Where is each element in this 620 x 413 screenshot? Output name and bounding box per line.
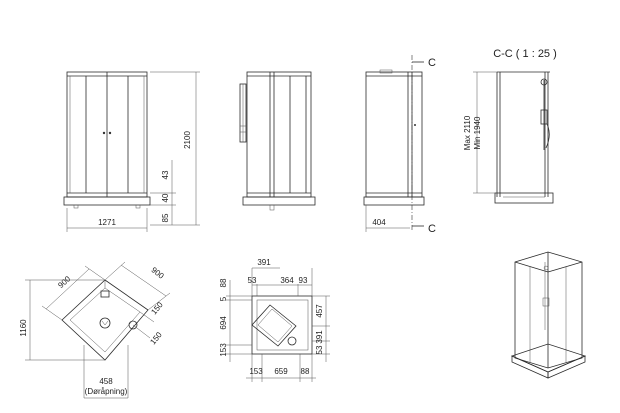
plan-height-label: 1160	[19, 319, 28, 337]
tray-top-93-label: 93	[299, 276, 308, 285]
detail-min-label: Min 1940	[473, 116, 482, 149]
tray-left-694-label: 694	[219, 316, 228, 330]
tray-bot-153-label: 153	[249, 367, 263, 376]
mixer-icon	[540, 109, 548, 125]
detail-cc-view: C-C ( 1 : 25 ) Max 2110 Min 1940	[463, 48, 557, 204]
side-view	[239, 71, 316, 211]
tray-top-53-label: 53	[248, 276, 257, 285]
tray-right-391-label: 391	[315, 330, 324, 344]
tray-bot-88-label: 88	[301, 367, 310, 376]
shower-head-icon	[540, 78, 548, 86]
tray-left-5-label: 5	[219, 296, 228, 301]
tray-right-53-label: 53	[315, 345, 324, 354]
tray-left-153-label: 153	[219, 343, 228, 357]
tray-top-391-label: 391	[257, 258, 271, 267]
cut-label-bottom: C	[428, 223, 436, 235]
plan-tray-view: 391 53 364 93 88 5 694 153 457 53 391 15…	[219, 258, 330, 382]
plan-dim-150a-label: 150	[149, 300, 165, 316]
hose-icon	[545, 123, 550, 149]
detail-max-label: Max 2110	[463, 115, 472, 150]
handle-left-icon	[102, 131, 106, 135]
plan-diagonal-view: 900 900 150 150 1160 458 (Døråpning)	[19, 261, 171, 399]
drain-plan-icon	[99, 317, 111, 329]
iso-shower-head-icon	[543, 265, 549, 271]
section-view: C C 404	[363, 55, 436, 235]
base-dim-40-label: 40	[161, 193, 170, 202]
section-depth-label: 404	[372, 218, 386, 227]
tray-bot-659-label: 659	[274, 367, 288, 376]
base-dim-43-label: 43	[161, 170, 170, 179]
plan-dim-150b-label: 150	[148, 330, 164, 346]
plan-side-a-label: 900	[56, 274, 72, 290]
tray-left-88-label: 88	[219, 278, 228, 287]
cut-label-top: C	[428, 57, 436, 69]
front-height-label: 2100	[183, 131, 192, 149]
tray-right-457-label: 457	[315, 304, 324, 318]
plan-side-b-label: 900	[150, 265, 166, 281]
drain-outlet-icon	[128, 320, 138, 330]
iso-mixer-icon	[542, 297, 550, 307]
opening-dim-label: 458	[99, 377, 113, 386]
mixer-plan-icon	[100, 290, 110, 298]
base-dim-85-label: 85	[161, 213, 170, 222]
tray-top-364-label: 364	[280, 276, 294, 285]
detail-cc-title: C-C ( 1 : 25 )	[493, 48, 557, 60]
handle-right-icon	[108, 131, 112, 135]
front-width-label: 1271	[98, 218, 116, 227]
opening-text-label: (Døråpning)	[85, 387, 128, 396]
tray-drain-icon	[287, 336, 297, 346]
isometric-view	[510, 251, 587, 379]
front-view: 1271 2100 43 40 85	[63, 71, 200, 232]
